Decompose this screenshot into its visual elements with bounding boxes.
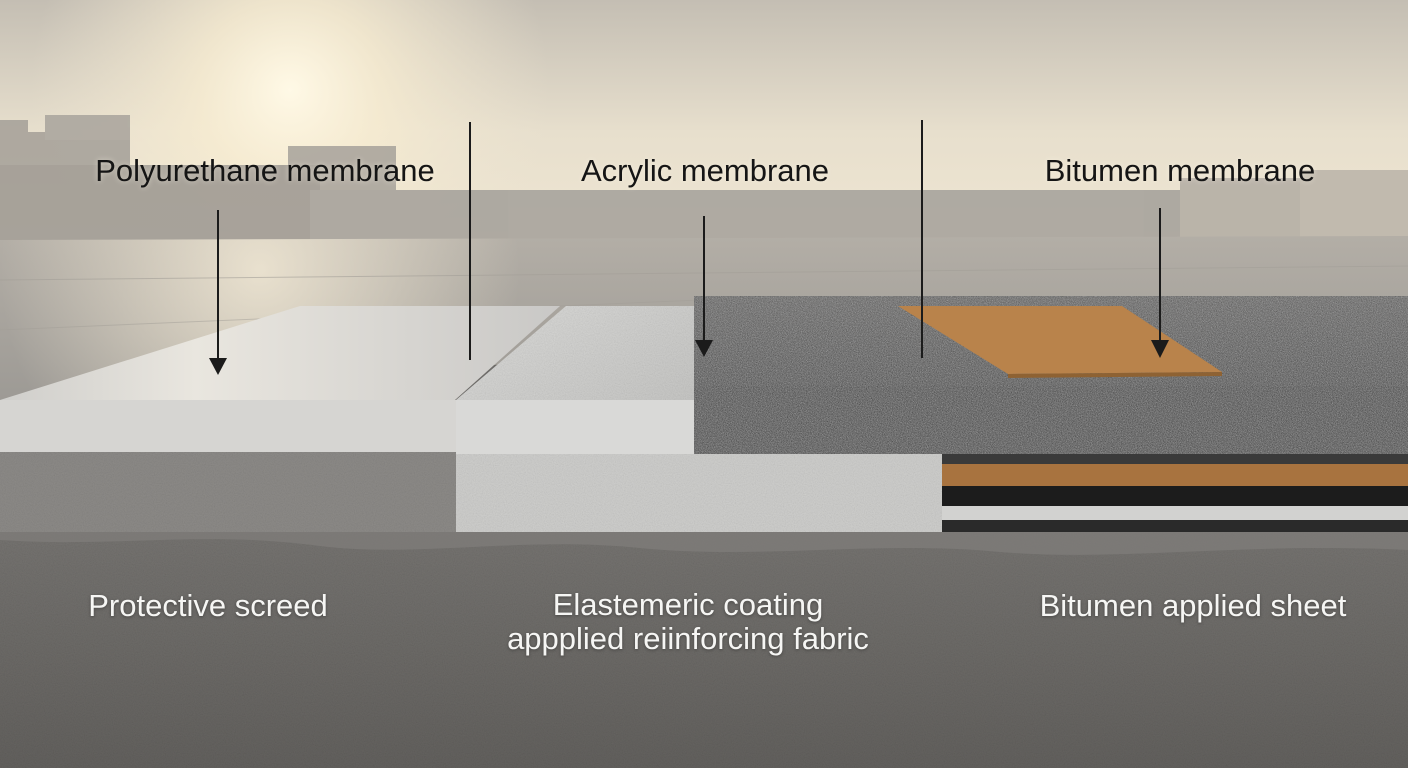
bitumen-sheet-orange (942, 464, 1408, 486)
parapet-walls (0, 115, 1408, 243)
acrylic-edge (456, 400, 696, 454)
label-polyurethane-membrane: Polyurethane membrane (95, 153, 435, 188)
arrow-acrylic (695, 216, 713, 357)
bitumen-edge (694, 386, 1408, 454)
elastomeric-layer (456, 454, 942, 532)
label-acrylic-membrane: Acrylic membrane (580, 153, 830, 188)
bitumen-strip (898, 306, 1222, 374)
label-bitumen-applied-sheet: Bitumen applied sheet (1039, 588, 1347, 623)
polyurethane-edge (0, 400, 456, 452)
label-bitumen-membrane: Bitumen membrane (1044, 153, 1316, 188)
polyurethane-surface (0, 306, 560, 400)
label-protective-screed: Protective screed (88, 588, 328, 623)
arrow-bitumen (1151, 208, 1169, 358)
arrow-polyurethane (209, 210, 227, 375)
label-elastomeric-coating: Elastemeric coating appplied reiinforcin… (500, 588, 876, 656)
concrete-slab (0, 532, 1408, 768)
label-elastomeric-line-2: appplied reiinforcing fabric (507, 621, 869, 656)
label-elastomeric-line-1: Elastemeric coating (552, 587, 824, 622)
protective-screed-layer (0, 452, 456, 532)
